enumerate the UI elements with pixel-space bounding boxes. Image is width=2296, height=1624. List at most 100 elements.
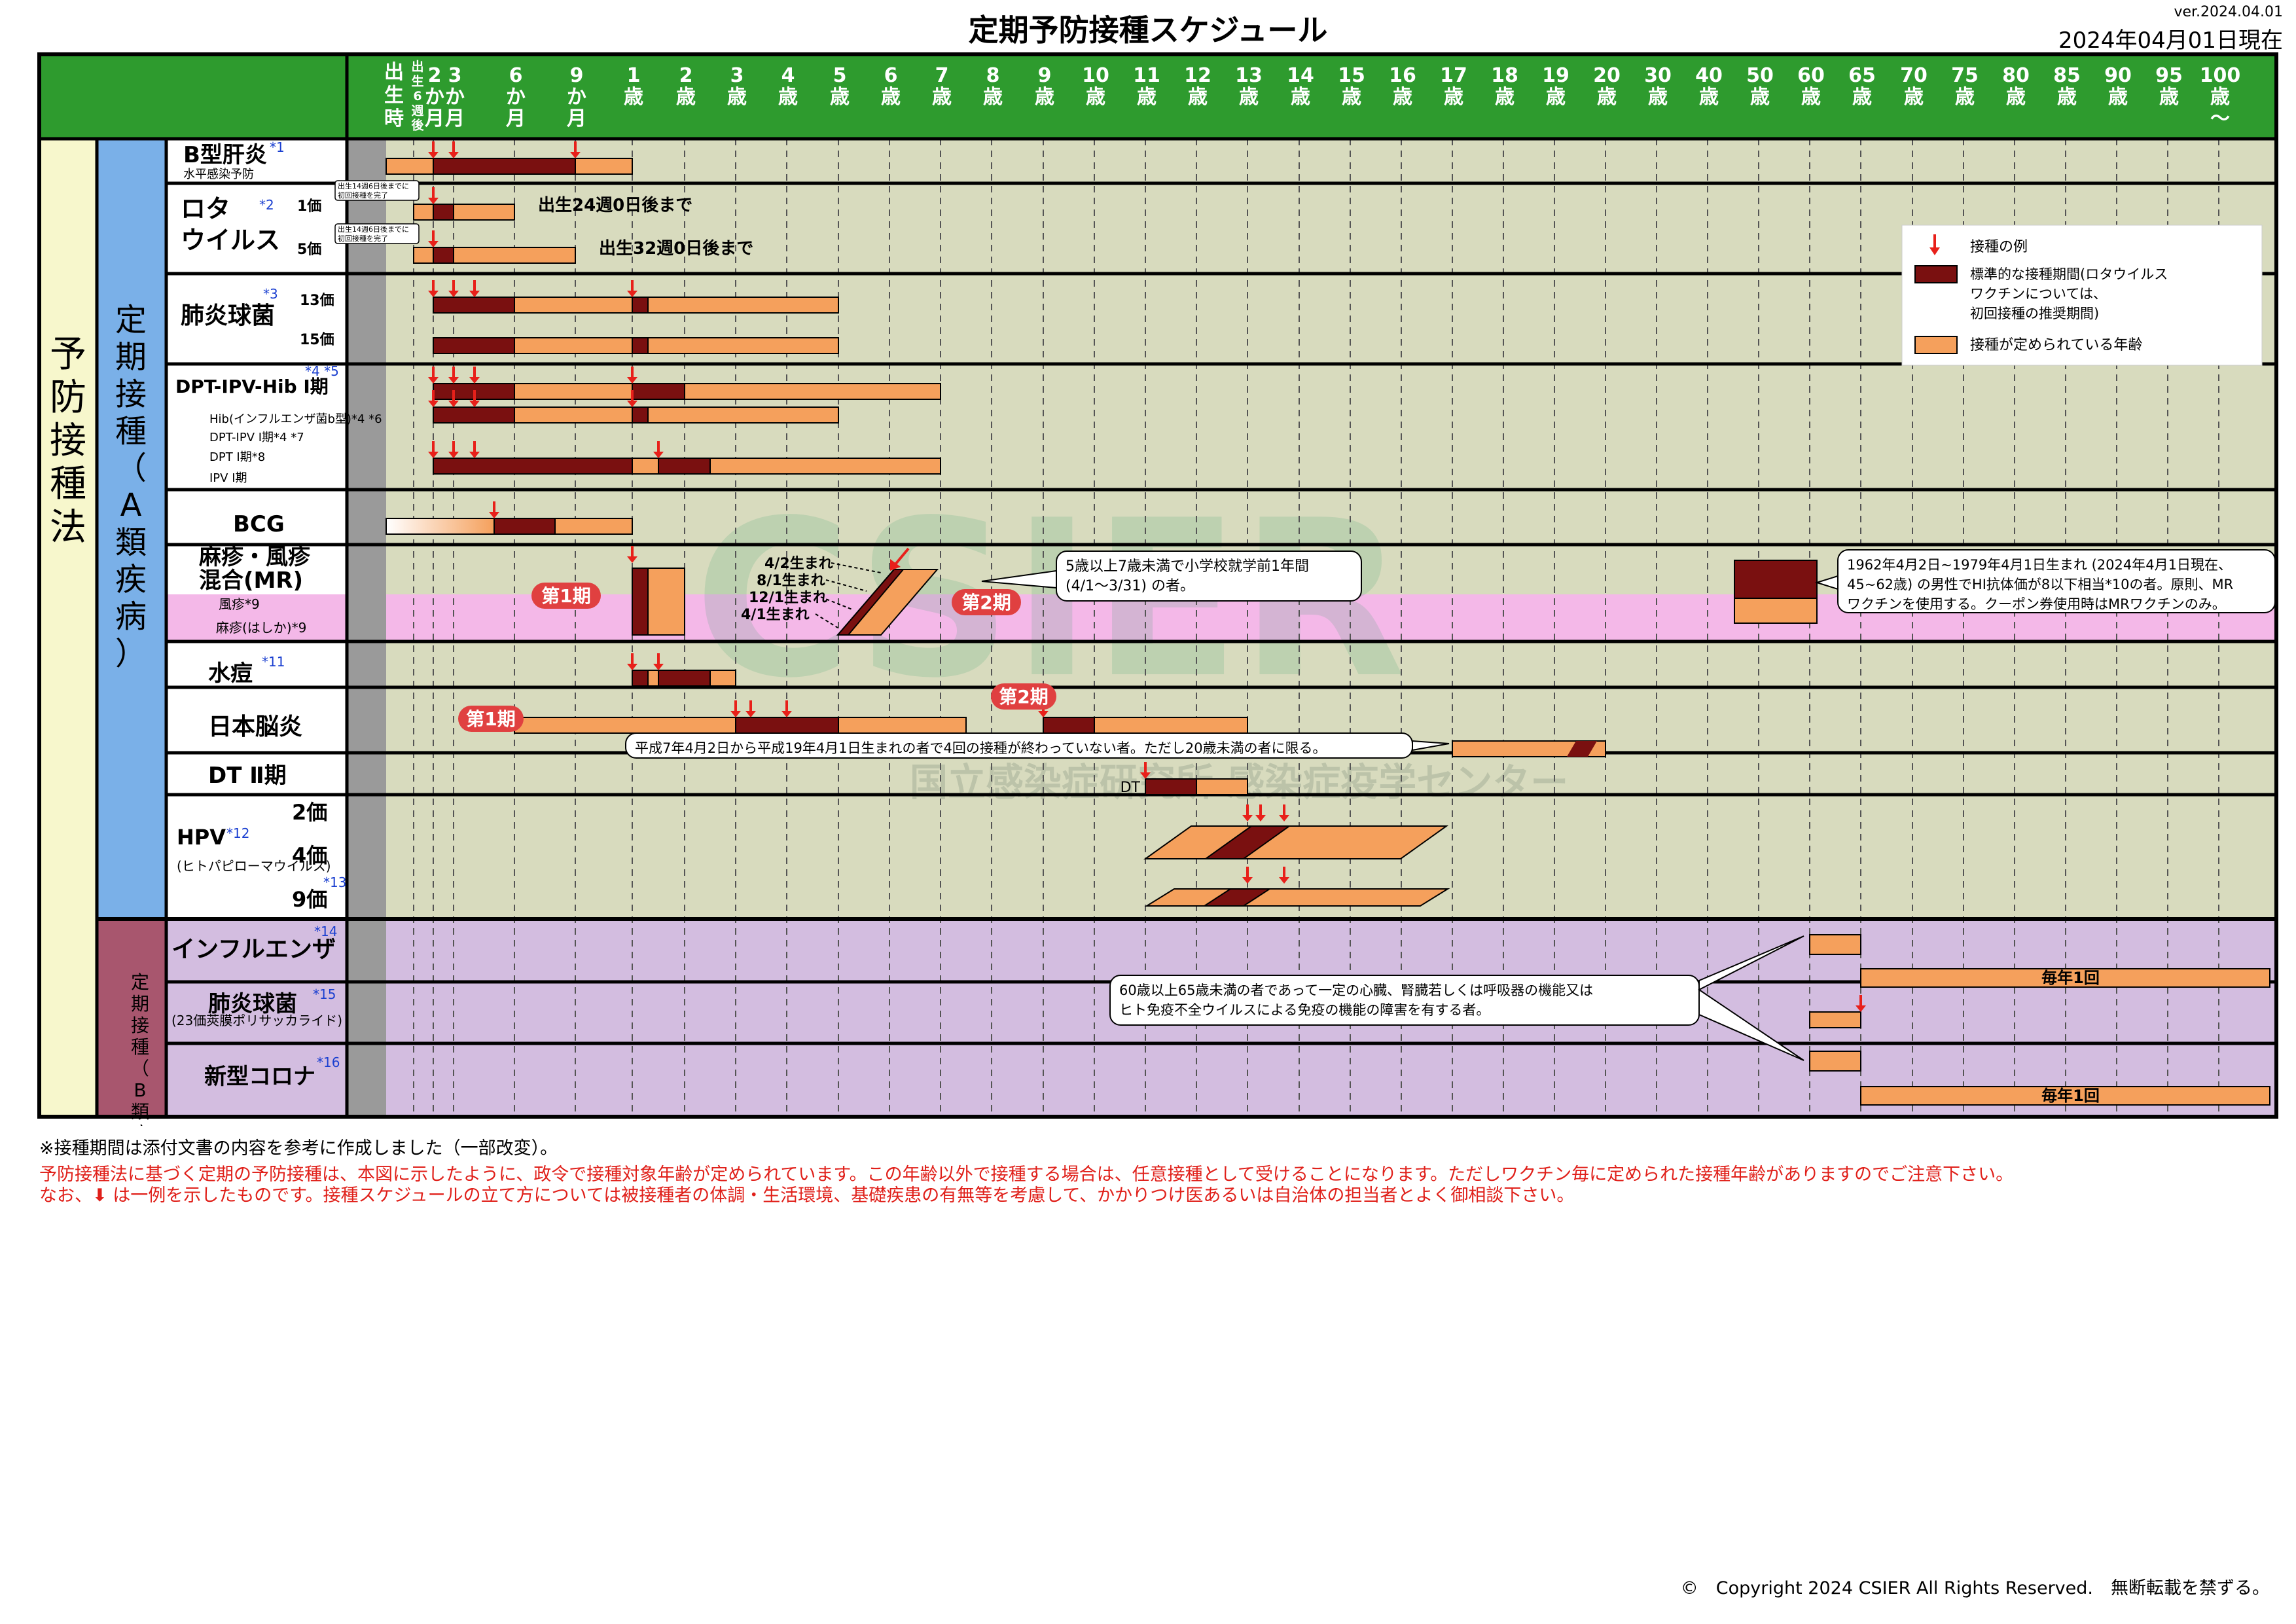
age-tick-label: 歳 bbox=[2159, 86, 2179, 109]
defined-age-bar bbox=[1860, 968, 2270, 988]
row-label: 麻疹・風疹 bbox=[199, 544, 311, 570]
defined-age-bar bbox=[413, 204, 515, 221]
bar-note: DT bbox=[1121, 780, 1141, 796]
age-tick-label: 月 bbox=[567, 107, 586, 130]
header-band bbox=[39, 54, 2276, 139]
legend-arrow-label: 接種の例 bbox=[1970, 239, 2028, 255]
callout-elderly-tail bbox=[1698, 935, 1804, 1061]
standard-period-bar bbox=[433, 458, 633, 475]
callout-je-tail bbox=[1412, 740, 1450, 751]
example-arrow-head bbox=[489, 512, 499, 518]
age-tick-label: 80 bbox=[2002, 64, 2030, 87]
callout-elderly-text: ヒト免疫不全ウイルスによる免疫の機能の障害を有する者。 bbox=[1119, 1002, 1490, 1018]
legend-standard-swatch bbox=[1914, 265, 1958, 283]
age-tick-label: か bbox=[506, 86, 526, 109]
bar-note: 出生32週0日後まで bbox=[599, 238, 753, 259]
age-label-6w: 後 bbox=[411, 118, 424, 133]
example-arrow-head bbox=[890, 559, 901, 571]
example-arrow-head bbox=[1279, 815, 1289, 821]
row-sublabel: 9価 bbox=[292, 887, 327, 912]
row-label: ロタ bbox=[181, 194, 230, 223]
age-tick-label: 歳 bbox=[1495, 86, 1515, 109]
mr-pink-label bbox=[166, 594, 347, 641]
row-sublabel: 15価 bbox=[300, 332, 334, 348]
callouts: 出生14週6日後までに初回接種を完了出生14週6日後までに初回接種を完了5歳以上… bbox=[334, 180, 2276, 1061]
age-tick-label: 歳 bbox=[983, 86, 1003, 109]
row-label: 肺炎球菌 bbox=[181, 302, 275, 329]
standard-period-bar bbox=[632, 337, 649, 354]
age-tick-label: 60 bbox=[1797, 64, 1825, 87]
side-label-b-type: 種 bbox=[131, 1036, 149, 1058]
defined-age-bar bbox=[1860, 1086, 2270, 1106]
row-note: *13 bbox=[323, 875, 346, 890]
side-label-b-type: B bbox=[134, 1079, 146, 1101]
example-arrow-head bbox=[448, 152, 459, 158]
small-callout-text: 初回接種を完了 bbox=[338, 190, 388, 200]
age-tick-label: 〜 bbox=[2210, 107, 2230, 130]
row-note: *12 bbox=[226, 825, 249, 841]
row-note: *16 bbox=[317, 1055, 340, 1070]
row-label: 新型コロナ bbox=[204, 1064, 315, 1090]
standard-period-bar bbox=[632, 297, 649, 314]
bar-note: 毎年1回 bbox=[2041, 1087, 2100, 1105]
age-tick-label: 13 bbox=[1235, 64, 1263, 87]
row-sublabel: 5価 bbox=[297, 242, 321, 258]
row-sublabel: DPT Ⅰ期*8 bbox=[209, 450, 265, 464]
example-arrow-head bbox=[1279, 877, 1289, 884]
row-note: *14 bbox=[314, 924, 337, 939]
small-callout-text: 出生14週6日後までに bbox=[338, 181, 409, 190]
example-arrow-head bbox=[745, 711, 756, 717]
example-arrow-head bbox=[1242, 815, 1253, 821]
age-tick-label: 歳 bbox=[1035, 86, 1054, 109]
age-tick-label: 10 bbox=[1082, 64, 1109, 87]
age-label-birth: 時 bbox=[384, 107, 404, 130]
example-arrow-head bbox=[428, 401, 439, 407]
note-line-1: 予防接種法に基づく定期の予防接種は、本図に示したように、政令で接種対象年齢が定め… bbox=[39, 1164, 2014, 1185]
vaccine-rows: 予防接種法定期接種（A類疾病）定期接種（B類疾病）B型肝炎*1水平感染予防ロタウ… bbox=[37, 52, 2278, 1126]
row-label: B型肝炎 bbox=[183, 142, 267, 168]
standard-period-bar bbox=[1202, 888, 1272, 907]
mr-birth-label: 4/1生まれ bbox=[741, 607, 810, 623]
age-tick-label: 100 bbox=[2200, 64, 2241, 87]
row-note: *3 bbox=[263, 286, 278, 302]
side-label-b-type: 疾 bbox=[131, 1123, 149, 1126]
legend-standard-label: 標準的な接種期間(ロタウイルス bbox=[1970, 266, 2168, 282]
row-sublabel: (23価莢膜ポリサッカライド) bbox=[171, 1013, 342, 1028]
row-label: 水痘 bbox=[208, 660, 253, 687]
side-label-a-type: （ bbox=[115, 450, 147, 487]
row-sublabel: 13価 bbox=[300, 293, 334, 309]
example-arrow-head bbox=[570, 152, 581, 158]
side-label-a-type: 種 bbox=[115, 413, 147, 450]
age-tick-label: 1 bbox=[627, 64, 641, 87]
age-header: 出生時出生6週後2か月3か月6か月9か月1歳2歳3歳4歳5歳6歳7歳8歳9歳10… bbox=[384, 59, 2240, 133]
example-arrow-head bbox=[781, 711, 792, 717]
age-tick-label: 30 bbox=[1644, 64, 1672, 87]
side-law-column bbox=[39, 139, 97, 1117]
age-gridlines bbox=[413, 139, 2219, 1117]
age-tick-label: 65 bbox=[1848, 64, 1876, 87]
notes-section: ※接種期間は添付文書の内容を参考に作成しました（一部改変）。 予防接種法に基づく… bbox=[39, 1134, 2278, 1206]
age-tick-label: 8 bbox=[986, 64, 1000, 87]
small-callout bbox=[334, 180, 420, 201]
age-tick-label: 歳 bbox=[1597, 86, 1617, 109]
example-arrow-head bbox=[627, 556, 637, 563]
example-arrow-head bbox=[469, 291, 480, 297]
defined-age-bar bbox=[1809, 1051, 1861, 1072]
small-callout-text: 初回接種を完了 bbox=[338, 234, 388, 243]
standard-period-bar bbox=[632, 383, 685, 400]
side-label-a-type: 定 bbox=[115, 302, 147, 338]
row-sublabel: IPV Ⅰ期 bbox=[209, 471, 247, 485]
example-arrow-head bbox=[653, 664, 664, 670]
age-label-birth: 出 bbox=[384, 61, 404, 84]
standard-period-bar bbox=[493, 518, 556, 535]
age-tick-label: 歳 bbox=[1342, 86, 1361, 109]
side-label-b-type: 定 bbox=[131, 971, 149, 993]
age-tick-label: 3 bbox=[730, 64, 744, 87]
as-of-date: 2024年04月01日現在 bbox=[2058, 27, 2283, 54]
period-label: 第1期 bbox=[466, 708, 515, 730]
example-arrow-head bbox=[428, 291, 439, 297]
callout-mr2-text: 5歳以上7歳未満で小学校就学前1年間 bbox=[1066, 558, 1309, 575]
side-label-law: 予 bbox=[50, 333, 86, 376]
callout-mr2-tail bbox=[981, 569, 1057, 589]
